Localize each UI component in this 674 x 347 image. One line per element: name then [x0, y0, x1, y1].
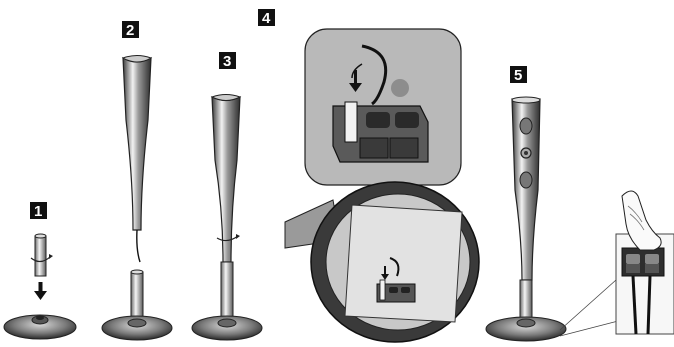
step-2-group: 2: [102, 21, 172, 340]
rear-terminal-block: [622, 248, 664, 276]
speaker-top-plate: [345, 205, 462, 322]
callout-line-2: [560, 320, 622, 336]
step-4-group: 4: [258, 9, 479, 342]
step-3-pole: [221, 262, 233, 324]
step-1-group: 1: [4, 202, 76, 339]
driver-bottom: [520, 172, 532, 188]
driver-top: [520, 118, 532, 134]
step-5-group: 5: [486, 66, 674, 341]
callout-line-1: [560, 280, 616, 330]
step-1-label: 1: [34, 203, 42, 220]
step-2-wire: [137, 230, 140, 262]
rear-wire-right: [648, 276, 650, 334]
step-4-label: 4: [262, 10, 271, 27]
step-3-group: 3: [192, 52, 262, 340]
step-3-label: 3: [223, 53, 231, 70]
step-1-pole: [35, 236, 46, 276]
closeup-terminal-block: [333, 102, 428, 162]
step-5-label: 5: [514, 67, 522, 84]
down-arrow-icon: [34, 282, 47, 300]
step-2-speaker: [123, 58, 151, 230]
step-2-label: 2: [126, 22, 134, 39]
